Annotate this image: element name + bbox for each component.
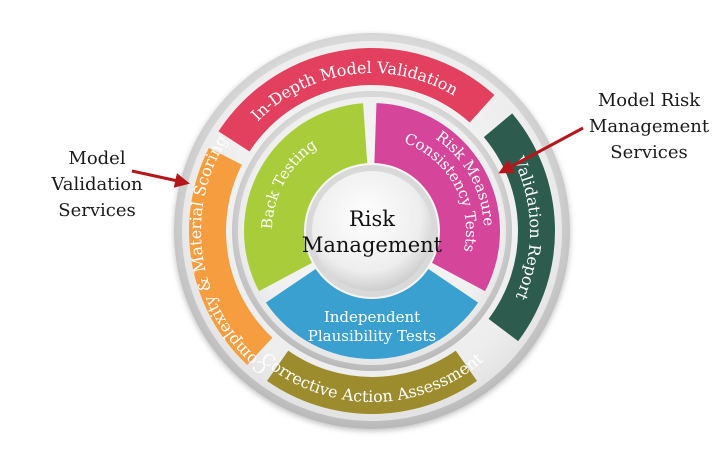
callout-right-line-1: Model Risk [597, 90, 701, 111]
segment-corrective-action-assessment [267, 350, 477, 414]
label-plausibility-tests: Plausibility Tests [308, 327, 436, 345]
segment-in-depth-model-validation [218, 47, 495, 152]
arrow-left [131, 169, 190, 188]
segment-back-testing [243, 103, 368, 292]
callout-right-line-3: Services [610, 142, 688, 163]
callout-model-validation-services: Model Validation Services [22, 146, 172, 224]
segment-complexity-material-scoring [189, 147, 273, 365]
callout-left-line-3: Services [58, 200, 136, 221]
callout-model-risk-management-services: Model Risk Management Services [586, 88, 712, 166]
callout-left-line-2: Validation [51, 174, 143, 195]
arrow-right [498, 126, 584, 174]
center-label-management: Management [302, 233, 443, 257]
segment-validation-report [483, 113, 555, 342]
label-independent: Independent [324, 308, 420, 326]
center-label-risk: Risk [349, 207, 395, 231]
callout-left-line-1: Model [68, 148, 126, 169]
segment-independent-plausibility [265, 269, 479, 360]
callout-right-line-2: Management [588, 116, 710, 137]
center-circle [312, 171, 432, 291]
segment-risk-measure-consistency [374, 103, 501, 292]
